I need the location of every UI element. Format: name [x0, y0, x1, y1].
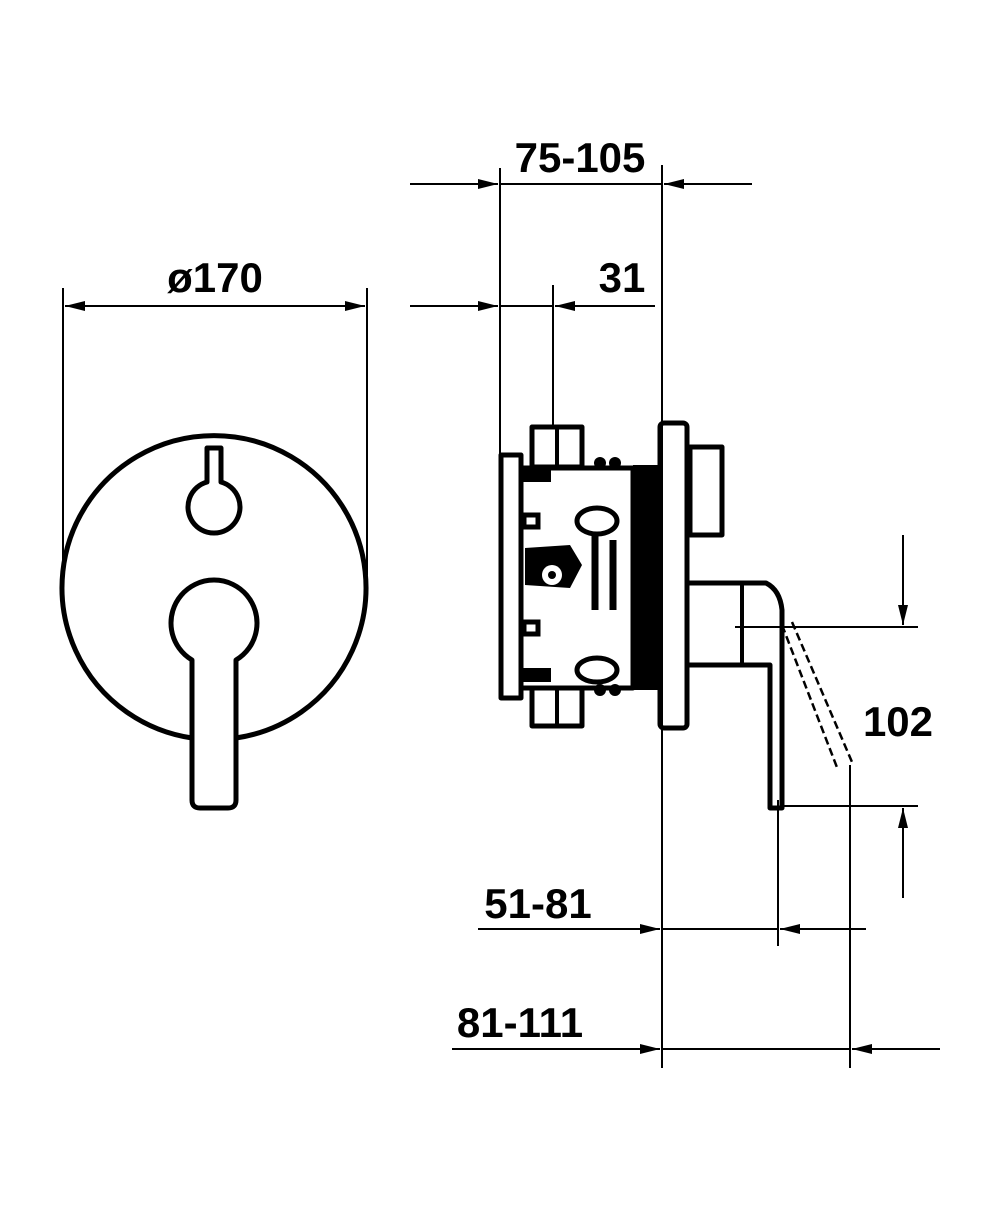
diverter-knob	[185, 445, 243, 536]
diameter-label: ø170	[167, 254, 263, 301]
lever-height-dimension: 102	[863, 535, 933, 898]
offset-dimension: 31	[410, 254, 655, 311]
offset-label: 31	[599, 254, 646, 301]
front-view: ø170	[59, 254, 369, 811]
side-view: 75-105 31 102 51-81 81-111	[410, 134, 940, 1068]
depth-dimension: 75-105	[410, 134, 752, 189]
total-projection-label: 81-111	[457, 999, 583, 1046]
lever-alternate-position	[780, 621, 854, 771]
lever-projection-label: 51-81	[484, 880, 591, 927]
valve-body	[498, 424, 660, 729]
lever-projection-dimension: 51-81	[478, 880, 866, 934]
lever-height-label: 102	[863, 698, 933, 745]
diameter-dimension: ø170	[62, 254, 368, 575]
diverter-knob-side	[687, 444, 725, 538]
total-projection-dimension: 81-111	[452, 999, 940, 1054]
wall-plate	[657, 420, 690, 731]
lever-side	[688, 580, 785, 811]
cover-plate	[59, 433, 369, 741]
lever-handle	[168, 577, 260, 811]
depth-label: 75-105	[515, 134, 646, 181]
